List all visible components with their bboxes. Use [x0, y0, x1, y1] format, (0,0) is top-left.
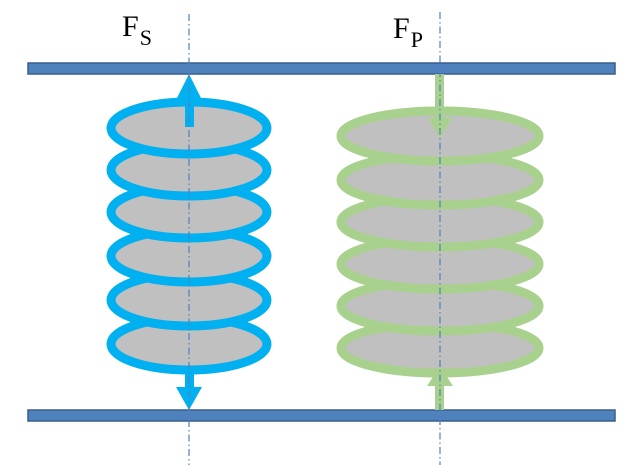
parallel-force-label: FP [393, 12, 423, 52]
bottom-plate [27, 409, 616, 422]
series-force-label: FS [122, 10, 152, 50]
series-arrow-down-head [176, 387, 202, 410]
top-plate [27, 62, 616, 75]
parallel-spring [336, 74, 544, 410]
parallel-arrow-top-shaft [435, 74, 444, 120]
